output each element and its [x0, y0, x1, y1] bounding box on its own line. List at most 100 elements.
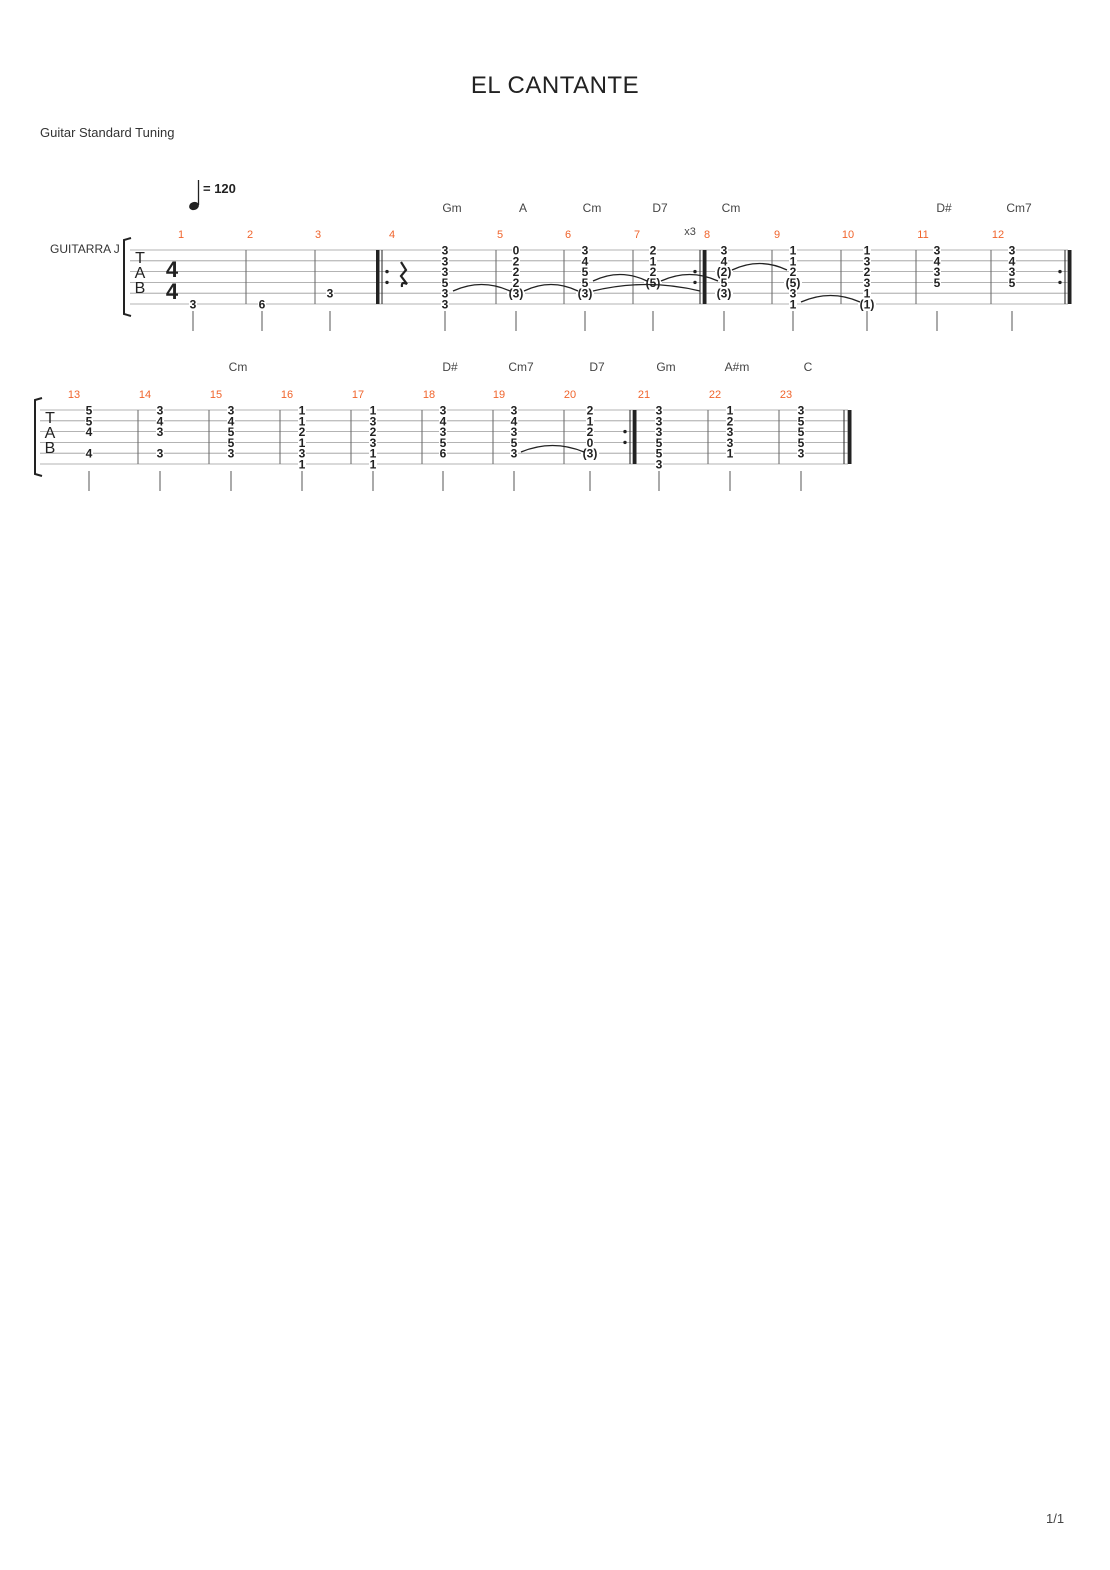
fret-background — [1008, 255, 1016, 266]
fret-background — [441, 299, 449, 309]
fret-number: 3 — [228, 404, 235, 418]
fret-background — [863, 245, 871, 255]
fret-background — [797, 405, 805, 415]
fret-number: 1 — [299, 458, 306, 472]
fret-background — [581, 255, 589, 266]
fret-number: (3) — [578, 287, 593, 301]
measure-number: 6 — [565, 229, 571, 241]
chord-name: D# — [936, 201, 952, 215]
fret-background — [649, 245, 657, 255]
fret-background — [789, 255, 797, 266]
repeat-dot — [693, 269, 697, 274]
fret-number: 2 — [587, 404, 594, 418]
fret-number: 3 — [157, 404, 164, 418]
fret-background — [789, 245, 797, 255]
fret-number: 4 — [511, 414, 518, 428]
fret-background — [784, 277, 802, 288]
fret-number: 1 — [864, 287, 871, 301]
fret-background — [715, 266, 733, 277]
fret-background — [512, 245, 520, 255]
fret-background — [85, 415, 93, 426]
measure-number: 8 — [704, 229, 710, 241]
measure-number: 18 — [423, 389, 435, 401]
fret-background — [369, 437, 377, 448]
tie-arc — [800, 294, 861, 303]
fret-number: 1 — [650, 254, 657, 268]
fret-background — [85, 426, 93, 437]
fret-number: (5) — [786, 276, 801, 290]
fret-number: 2 — [299, 425, 306, 439]
tempo-value: = 120 — [203, 181, 236, 196]
tie-arc — [452, 283, 511, 292]
fret-number: 3 — [228, 447, 235, 461]
fret-number: (3) — [583, 447, 598, 461]
fret-number: 2 — [513, 254, 520, 268]
fret-number: 1 — [370, 404, 377, 418]
fret-number: 3 — [190, 298, 197, 312]
fret-number: 2 — [790, 265, 797, 279]
time-signature-top: 4 — [166, 257, 179, 282]
fret-background — [797, 448, 805, 459]
repeat-dot — [623, 440, 627, 445]
tie-arc — [731, 262, 788, 271]
fret-number: 3 — [656, 458, 663, 472]
fret-background — [863, 266, 871, 277]
measure-number: 4 — [389, 229, 395, 241]
measure-number: 2 — [247, 229, 253, 241]
fret-number: 5 — [582, 265, 589, 279]
fret-background — [863, 255, 871, 266]
fret-number: 1 — [727, 404, 734, 418]
fret-background — [85, 448, 93, 459]
fret-background — [720, 255, 728, 266]
tab-clef-letter: B — [135, 280, 146, 297]
repeat-end-thick-bar — [1068, 250, 1072, 304]
fret-background — [655, 415, 663, 426]
fret-number: (1) — [860, 298, 875, 312]
chord-name: A — [519, 201, 527, 215]
fret-number: 5 — [798, 414, 805, 428]
fret-number: 1 — [790, 254, 797, 268]
fret-background — [933, 266, 941, 277]
fret-background — [369, 448, 377, 459]
measure-number: 21 — [638, 389, 650, 401]
fret-background — [510, 437, 518, 448]
chord-name: Gm — [656, 360, 675, 374]
fret-number: 5 — [798, 425, 805, 439]
fret-number: 5 — [721, 276, 728, 290]
tab-clef-letter: A — [135, 265, 146, 282]
fret-number: 5 — [582, 276, 589, 290]
tie-arc — [592, 273, 648, 282]
fret-number: 1 — [299, 414, 306, 428]
tuning-label: Guitar Standard Tuning — [40, 125, 175, 140]
fret-background — [189, 299, 197, 309]
fret-number: 3 — [370, 414, 377, 428]
repeat-dot — [693, 280, 697, 285]
fret-background — [726, 426, 734, 437]
fret-number: 3 — [798, 447, 805, 461]
measure-number: 17 — [352, 389, 364, 401]
fret-background — [644, 277, 662, 288]
measure-number: 22 — [709, 389, 721, 401]
fret-number: 1 — [864, 244, 871, 258]
fret-background — [439, 415, 447, 426]
fret-number: 2 — [587, 425, 594, 439]
fret-background — [720, 277, 728, 288]
fret-number: 3 — [864, 276, 871, 290]
fret-number: 2 — [864, 265, 871, 279]
fret-number: (3) — [509, 287, 524, 301]
fret-background — [227, 405, 235, 415]
tempo-note-head — [189, 201, 199, 211]
final-thick-bar — [848, 410, 852, 464]
fret-background — [510, 405, 518, 415]
fret-number: 5 — [228, 425, 235, 439]
measure-number: 16 — [281, 389, 293, 401]
fret-number: 3 — [511, 447, 518, 461]
fret-number: 4 — [934, 254, 941, 268]
fret-background — [581, 277, 589, 288]
fret-background — [369, 426, 377, 437]
fret-number: 2 — [650, 244, 657, 258]
fret-number: 3 — [727, 425, 734, 439]
fret-background — [510, 448, 518, 459]
fret-background — [298, 415, 306, 426]
fret-background — [439, 405, 447, 415]
